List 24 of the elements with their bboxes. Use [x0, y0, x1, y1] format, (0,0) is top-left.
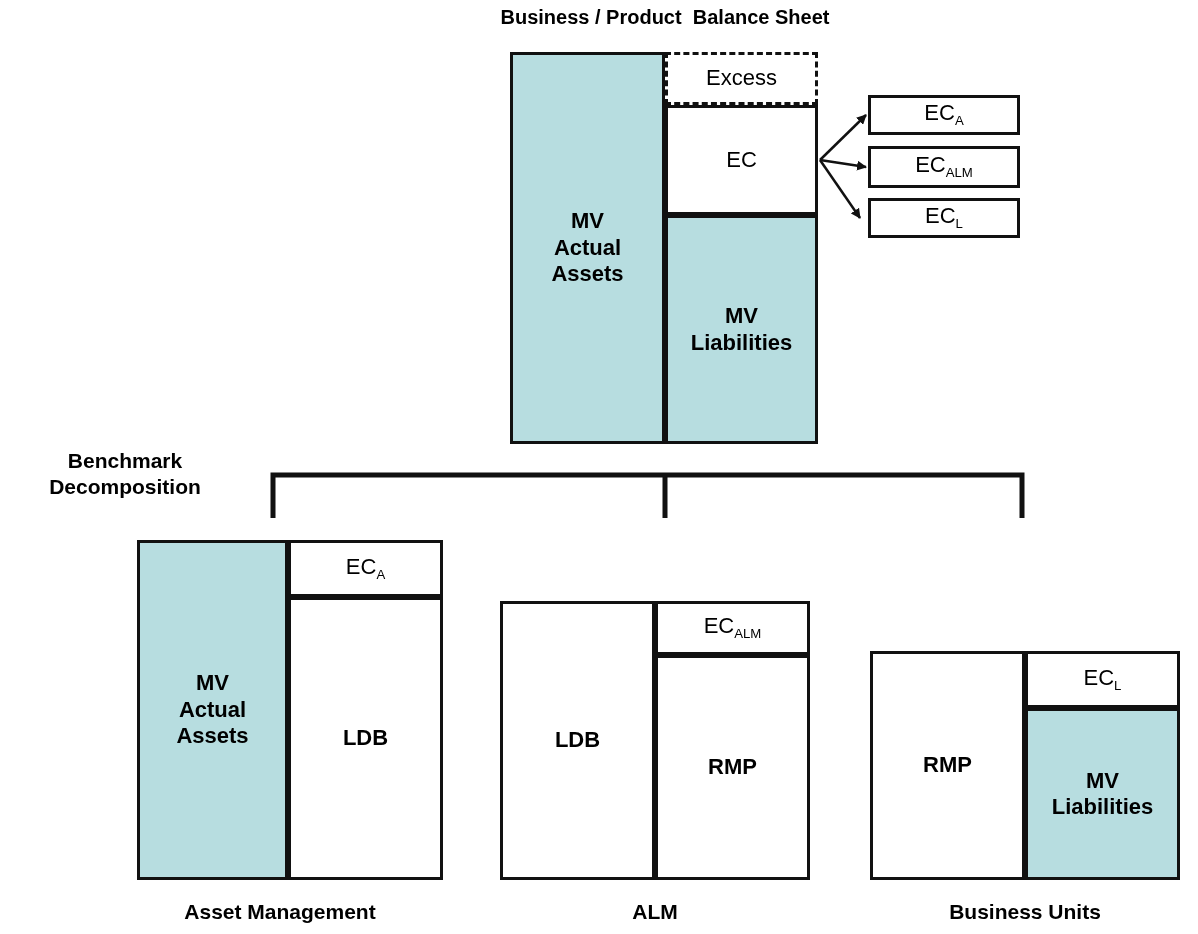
liability-column: MV Liabilities — [665, 215, 818, 444]
capital-component-box: EC$_{A}$ — [868, 95, 1020, 135]
column-caption: Business Units — [948, 900, 1102, 924]
column-caption: Asset Management — [183, 900, 377, 924]
arrow — [819, 158, 867, 171]
capital-box: EC$_{A}$ — [288, 540, 443, 597]
benchmark-column: LDB — [288, 597, 443, 880]
capital-component-box: EC$_{L}$ — [868, 198, 1020, 238]
section-label: Benchmark Decomposition — [48, 448, 202, 501]
capital-box: EC$_{ALM}$ — [655, 601, 810, 655]
capital-box: EC$_{L}$ — [1025, 651, 1180, 708]
benchmark-column: LDB — [500, 601, 655, 880]
asset-column: MV Actual Assets — [510, 52, 665, 444]
arrow — [818, 159, 862, 219]
asset-column: MV Actual Assets — [137, 540, 288, 880]
benchmark-column: RMP — [655, 655, 810, 880]
capital-component-box: EC$_{ALM}$ — [868, 146, 1020, 188]
arrow — [819, 114, 867, 161]
liability-column: MV Liabilities — [1025, 708, 1180, 880]
benchmark-column: RMP — [870, 651, 1025, 880]
capital-box: EC — [665, 105, 818, 215]
column-caption: ALM — [631, 900, 679, 924]
excess-box: Excess — [665, 52, 818, 105]
title: Business / Product Balance Sheet — [499, 6, 831, 29]
